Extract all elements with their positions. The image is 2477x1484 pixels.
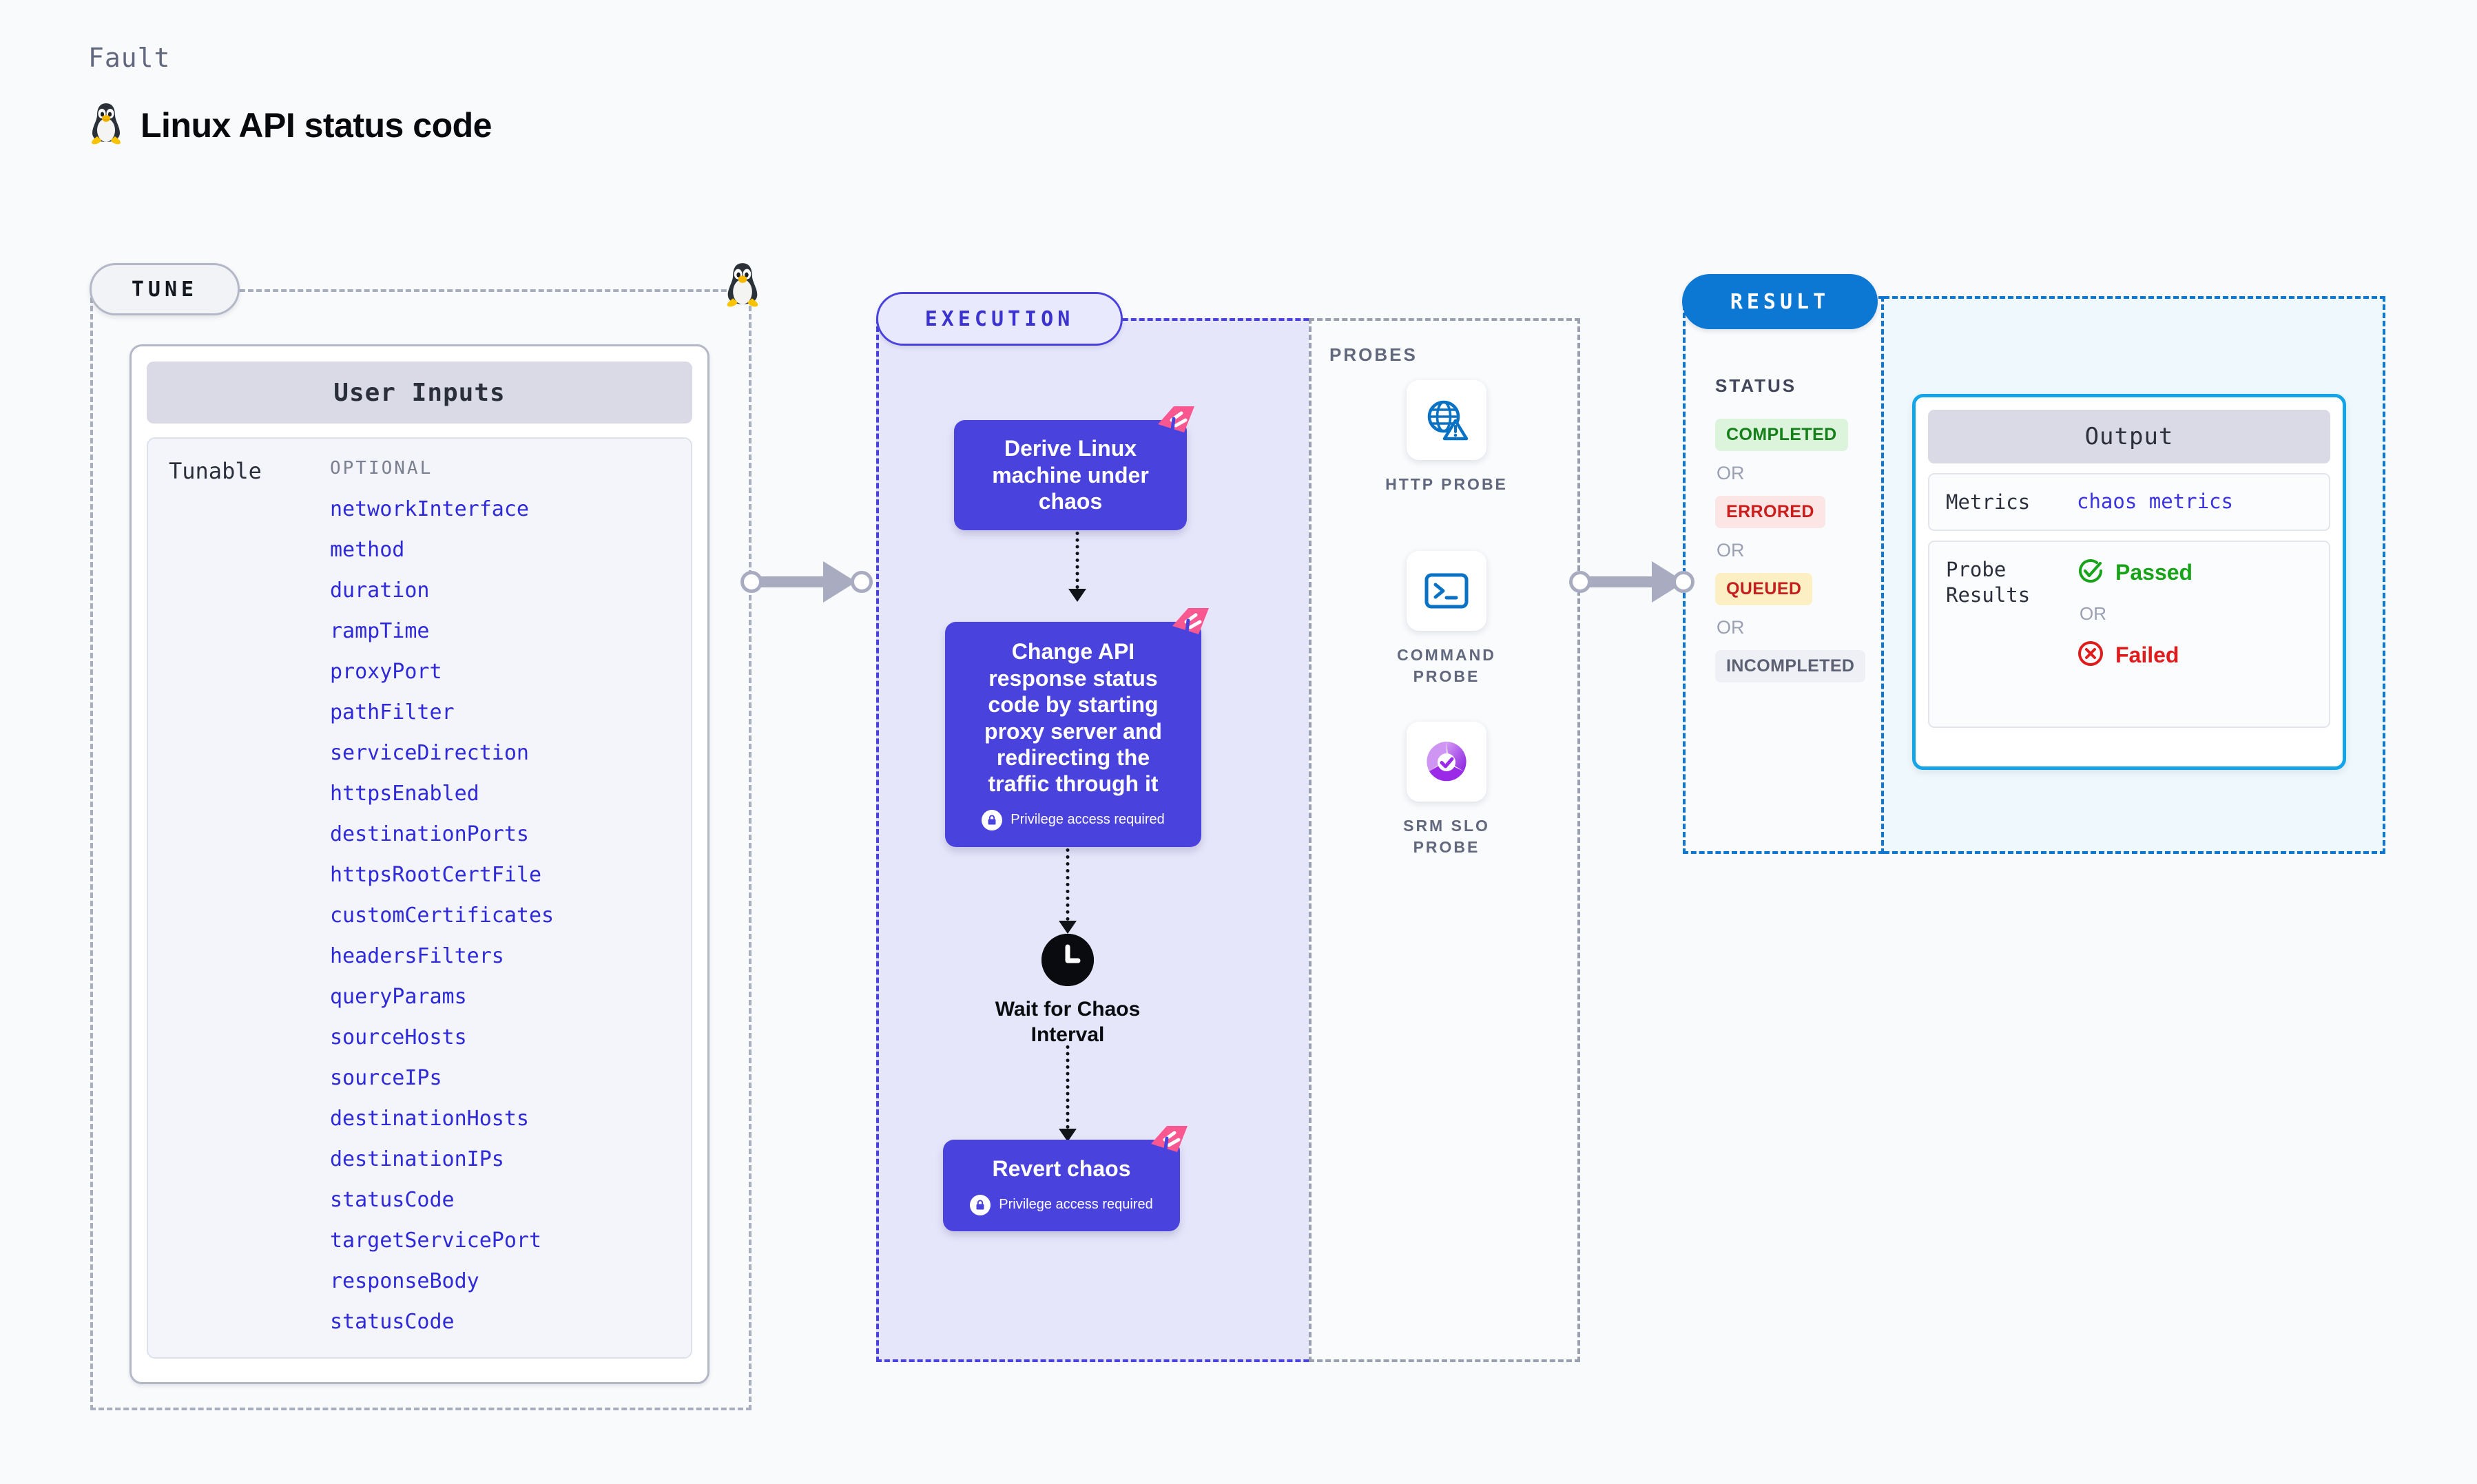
status-badge: ERRORED [1715, 496, 1825, 528]
tune-section-pill: TUNE [90, 263, 240, 315]
param-item[interactable]: queryParams [330, 985, 467, 1009]
tunable-group-label: Tunable [169, 458, 262, 484]
flow-arrow [1068, 532, 1086, 602]
lock-icon [970, 1194, 991, 1215]
wait-for-chaos-interval: Wait for Chaos Interval [992, 934, 1143, 1047]
param-item[interactable]: destinationPorts [330, 822, 529, 846]
revert-chaos-node[interactable]: Revert chaos Privilege access required [943, 1126, 1188, 1231]
user-inputs-card: User Inputs Tunable OPTIONAL networkInte… [129, 344, 709, 1384]
param-item[interactable]: rampTime [330, 619, 430, 643]
execution-node-title: Change API response status code by start… [984, 639, 1162, 797]
probe-label: COMMAND PROBE [1397, 646, 1496, 686]
param-item[interactable]: proxyPort [330, 660, 442, 684]
output-card: Output Metrics chaos metrics Probe Resul… [1912, 394, 2346, 770]
status-badge: INCOMPLETED [1715, 650, 1866, 682]
lock-icon [982, 809, 1003, 830]
connector-execution-to-result [1569, 561, 1710, 603]
output-metrics-row: Metrics chaos metrics [1928, 473, 2330, 532]
or-separator: OR [1717, 540, 1745, 561]
revert-chaos-title: Revert chaos [992, 1156, 1131, 1182]
or-separator: OR [1717, 617, 1745, 638]
tune-section-boundary [90, 289, 752, 1410]
tunable-panel: Tunable OPTIONAL networkInterface method… [147, 437, 692, 1359]
linux-penguin-icon [88, 102, 124, 148]
terminal-icon [1407, 551, 1486, 631]
status-list: COMPLETED OR ERRORED OR QUEUED OR INCOMP… [1715, 419, 1880, 682]
probe-http[interactable]: HTTP PROBE [1371, 380, 1522, 495]
page-title-row: Linux API status code [88, 102, 492, 148]
param-item[interactable]: destinationIPs [330, 1147, 504, 1171]
execution-node[interactable]: Derive Linux machine under chaos [954, 406, 1194, 530]
param-item[interactable]: statusCode [330, 1310, 455, 1334]
param-item[interactable]: responseBody [330, 1269, 479, 1293]
probe-label: HTTP PROBE [1385, 475, 1508, 493]
tunable-param-list: OPTIONAL networkInterface method duratio… [330, 458, 678, 1345]
probe-label: SRM SLO PROBE [1403, 817, 1490, 857]
metrics-value-link[interactable]: chaos metrics [2077, 490, 2233, 513]
param-item[interactable]: targetServicePort [330, 1229, 542, 1253]
check-circle-icon [2077, 557, 2104, 588]
linux-penguin-icon [723, 262, 762, 311]
execution-section-pill: EXECUTION [876, 292, 1123, 346]
passed-label: Passed [2115, 560, 2193, 585]
result-section-pill: RESULT [1682, 274, 1878, 329]
probes-title: PROBES [1329, 344, 1418, 365]
wait-label: Wait for Chaos Interval [995, 998, 1141, 1046]
status-title: STATUS [1715, 375, 1797, 396]
harness-logo-icon [1165, 607, 1211, 648]
connector-tune-to-execution [740, 561, 882, 603]
page-header: Fault Linux API status code [88, 43, 492, 148]
param-item[interactable]: statusCode [330, 1188, 455, 1212]
harness-logo-icon [1144, 1125, 1190, 1166]
probe-srm-slo[interactable]: SRM SLO PROBE [1371, 722, 1522, 858]
param-item[interactable]: networkInterface [330, 497, 529, 521]
param-item[interactable]: sourceHosts [330, 1025, 467, 1049]
optional-label: OPTIONAL [330, 458, 433, 479]
user-inputs-header: User Inputs [147, 362, 692, 424]
or-separator: OR [1717, 463, 1745, 483]
param-item[interactable]: method [330, 538, 405, 562]
privilege-required-text: Privilege access required [999, 1197, 1153, 1213]
param-item[interactable]: customCertificates [330, 903, 555, 928]
param-item[interactable]: httpsRootCertFile [330, 863, 542, 887]
param-item[interactable]: duration [330, 578, 430, 603]
param-item[interactable]: httpsEnabled [330, 782, 479, 806]
flow-arrow [1059, 848, 1077, 934]
fault-eyebrow: Fault [88, 43, 171, 73]
param-item[interactable]: serviceDirection [330, 741, 529, 765]
output-probe-results-row: Probe Results Passed OR [1928, 541, 2330, 729]
page-title: Linux API status code [141, 105, 492, 145]
probe-result-passed: Passed [2077, 557, 2312, 588]
probe-results-key: Probe Results [1946, 558, 2031, 607]
execution-node-title: Derive Linux machine under chaos [992, 436, 1149, 514]
param-item[interactable]: headersFilters [330, 944, 504, 968]
privilege-required-row: Privilege access required [982, 809, 1165, 830]
metrics-key: Metrics [1946, 490, 2031, 514]
privilege-required-row: Privilege access required [970, 1194, 1153, 1215]
param-item[interactable]: pathFilter [330, 700, 455, 724]
status-badge: QUEUED [1715, 573, 1813, 605]
probes-section-boundary [1309, 318, 1580, 1362]
srm-slo-donut-icon [1407, 722, 1486, 802]
probe-command[interactable]: COMMAND PROBE [1371, 551, 1522, 687]
execution-node[interactable]: Change API response status code by start… [945, 608, 1209, 847]
probe-result-failed: Failed [2077, 640, 2312, 671]
clock-icon [1041, 934, 1094, 986]
param-item[interactable]: destinationHosts [330, 1107, 529, 1131]
failed-label: Failed [2115, 642, 2179, 668]
or-separator: OR [2080, 603, 2106, 625]
privilege-required-text: Privilege access required [1011, 812, 1165, 828]
status-badge: COMPLETED [1715, 419, 1848, 451]
flow-arrow [1059, 1045, 1077, 1142]
x-circle-icon [2077, 640, 2104, 671]
globe-warning-icon [1407, 380, 1486, 460]
param-item[interactable]: sourceIPs [330, 1066, 442, 1090]
output-header: Output [1928, 410, 2330, 463]
harness-logo-icon [1151, 405, 1196, 446]
